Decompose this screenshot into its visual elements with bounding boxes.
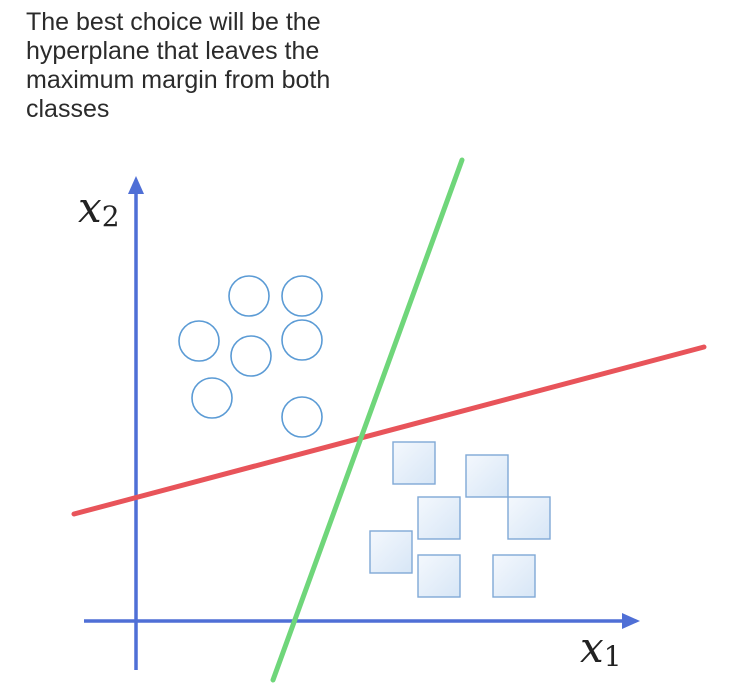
class-a-points <box>178 275 323 438</box>
class-b-point <box>507 496 551 540</box>
y-axis-label: x2 <box>78 183 120 233</box>
class-b-point <box>465 454 509 498</box>
class-b-point <box>492 554 536 598</box>
x-axis-label-sub: 1 <box>604 640 622 673</box>
class-a-point <box>178 320 220 362</box>
class-a-point <box>281 319 323 361</box>
caption-line-2: hyperplane that leaves the <box>26 37 320 65</box>
caption-line-1: The best choice will be the <box>26 8 321 36</box>
caption-line-4: classes <box>26 95 110 123</box>
green-hyperplane <box>270 157 465 683</box>
class-b-points <box>369 441 551 598</box>
axes <box>84 176 640 670</box>
y-axis-label-sub: 2 <box>102 200 120 233</box>
class-b-point <box>417 496 461 540</box>
class-a-point <box>281 396 323 438</box>
y-axis-arrowhead <box>128 176 144 194</box>
class-a-point <box>228 275 270 317</box>
class-b-point <box>369 530 413 574</box>
class-a-point <box>281 275 323 317</box>
x-axis-label-base: x <box>580 623 604 672</box>
x-axis-arrowhead <box>622 613 640 629</box>
caption-line-3: maximum margin from both <box>26 66 331 94</box>
red-hyperplane <box>71 344 707 517</box>
x-axis-label: x1 <box>580 623 622 673</box>
class-a-point <box>191 377 233 419</box>
y-axis-label-base: x <box>78 183 102 232</box>
class-b-point <box>392 441 436 485</box>
class-b-point <box>417 554 461 598</box>
caption: The best choice will be the hyperplane t… <box>26 8 406 124</box>
class-a-point <box>230 335 272 377</box>
